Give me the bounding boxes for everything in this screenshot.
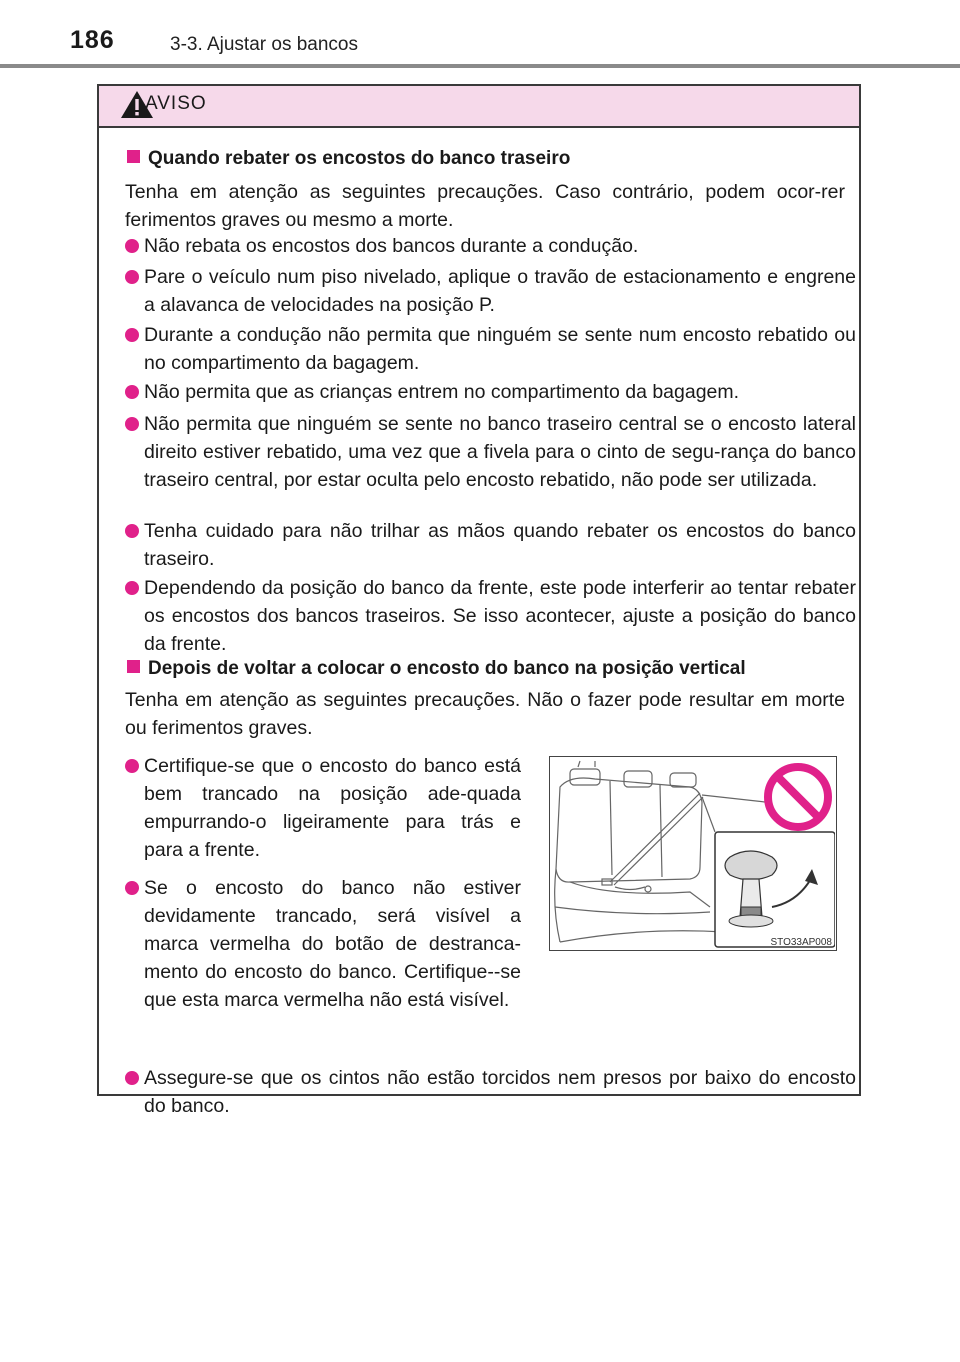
bullet-dot-icon bbox=[125, 1071, 139, 1085]
warning-header: AVISO bbox=[99, 86, 859, 128]
list-item: Dependendo da posição do banco da frente… bbox=[125, 574, 856, 658]
list-item: Não permita que as crianças entrem no co… bbox=[125, 378, 856, 406]
rear-seat-illustration bbox=[554, 760, 835, 948]
section-intro: Tenha em atenção as seguintes precauções… bbox=[125, 689, 845, 739]
header-divider bbox=[0, 64, 960, 68]
bullet-dot-icon bbox=[125, 524, 139, 538]
prohibited-icon bbox=[764, 763, 832, 831]
bullet-dot-icon bbox=[125, 581, 139, 595]
figure-code: STO33AP008 bbox=[770, 937, 832, 948]
list-item: Se o encosto do banco não estiver devida… bbox=[125, 874, 521, 1014]
list-item: Certifique-se que o encosto do banco est… bbox=[125, 752, 521, 864]
list-item: Não permita que ninguém se sente no banc… bbox=[125, 410, 856, 494]
warning-box: AVISO Quando rebater os encostos do banc… bbox=[97, 84, 861, 1117]
page-number: 186 bbox=[70, 26, 115, 54]
bullet-dot-icon bbox=[125, 328, 139, 342]
section-title: 3-3. Ajustar os bancos bbox=[170, 34, 358, 55]
square-bullet-icon bbox=[127, 660, 140, 673]
square-bullet-icon bbox=[127, 150, 140, 163]
bullet-dot-icon bbox=[125, 759, 139, 773]
bullet-dot-icon bbox=[125, 881, 139, 895]
section-intro: Tenha em atenção as seguintes precauções… bbox=[125, 181, 845, 231]
list-item: Assegure-se que os cintos não estão torc… bbox=[125, 1064, 856, 1120]
bullet-dot-icon bbox=[125, 385, 139, 399]
section-heading: Depois de voltar a colocar o encosto do … bbox=[127, 658, 746, 680]
warning-triangle-icon bbox=[121, 91, 153, 118]
seat-lock-illustration: STO33AP008 bbox=[549, 756, 837, 951]
list-item: Durante a condução não permita que ningu… bbox=[125, 321, 856, 377]
list-item: Não rebata os encostos dos bancos durant… bbox=[125, 232, 856, 260]
bullet-dot-icon bbox=[125, 239, 139, 253]
list-item: Pare o veículo num piso nivelado, apliqu… bbox=[125, 263, 856, 319]
bullet-dot-icon bbox=[125, 270, 139, 284]
bullet-dot-icon bbox=[125, 417, 139, 431]
section-heading: Quando rebater os encostos do banco tras… bbox=[127, 148, 570, 170]
warning-title: AVISO bbox=[145, 93, 207, 114]
list-item: Tenha cuidado para não trilhar as mãos q… bbox=[125, 517, 856, 573]
lock-knob-inset bbox=[714, 831, 835, 948]
